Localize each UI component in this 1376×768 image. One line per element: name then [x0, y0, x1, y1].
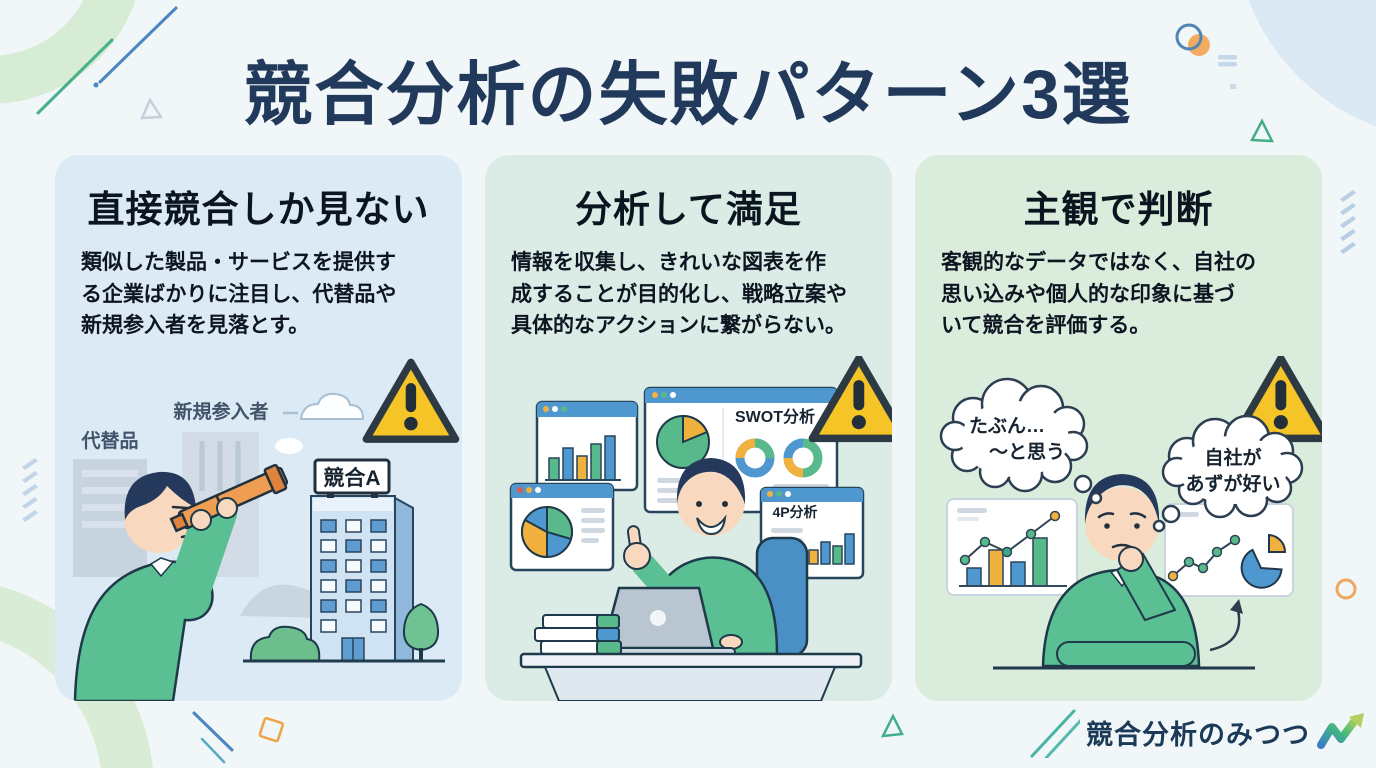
footer-brand: 競合分析のみつつ: [1026, 706, 1368, 758]
swot-label: SWOT分析: [735, 407, 815, 426]
card-title: 分析して満足: [575, 189, 802, 230]
chart-panel-right: [1164, 503, 1294, 597]
thought-left-line1: たぶん…: [969, 415, 1045, 437]
deco-blue-line-bottom-2: [200, 737, 226, 764]
illustration-thinking-man: たぶん… 〜と思う 自社が あずが好い: [939, 356, 1322, 670]
line-chart: [959, 510, 1061, 566]
card-body: 類似した製品・サービスを提供す る企業ばかりに注目し、代替品や 新規参入者を見落…: [81, 251, 397, 337]
man-hair: [676, 458, 746, 504]
tree: [402, 602, 440, 661]
card-subjective-judgement: 主観で判断 客観的なデータではなく、自社の 思い込みや個人的な印象に基づ いて競…: [915, 155, 1322, 701]
card-body: 情報を収集し、きれいな図表を作 成することが目的化し、戦略立案や 具体的なアクシ…: [511, 251, 847, 337]
man-collar: [149, 557, 175, 578]
man-hair: [124, 471, 196, 520]
desk: [519, 652, 863, 701]
bar-chart: [808, 533, 855, 565]
man-hand: [719, 634, 743, 650]
substitute-label: 代替品: [80, 429, 138, 452]
man-head: [1085, 487, 1159, 561]
man-head: [677, 468, 745, 536]
deco-blue-line-bottom: [192, 711, 234, 752]
deco-orange-diamond: [258, 716, 285, 743]
cloud-icon: [275, 392, 365, 454]
man-hand: [216, 497, 238, 519]
new-entrant-label: 新規参入者: [173, 400, 268, 423]
warning-triangle-icon: [808, 356, 892, 443]
deco-dashes-left-edge: [22, 458, 38, 522]
card-title: 主観で判断: [1023, 189, 1214, 230]
page-title: 競合分析の失敗パターン3選: [243, 56, 1133, 133]
pie-chart: [520, 505, 573, 559]
man-ear: [131, 518, 143, 530]
books-stack: [534, 614, 622, 655]
building-substitute: 代替品: [73, 429, 147, 577]
man-with-telescope: [73, 463, 289, 701]
browser-window-pie: [509, 482, 615, 572]
donut-chart: [783, 438, 823, 478]
man-hair: [1084, 474, 1160, 524]
browser-window-bar-chart: [535, 400, 639, 492]
trend-arrow: [1209, 599, 1243, 652]
man-arm: [165, 514, 213, 608]
illustration-analyst-charts: SWOT分析: [509, 356, 892, 701]
line-chart: [1167, 534, 1241, 582]
bush: [249, 625, 321, 662]
competitor-sign-label: 競合A: [323, 466, 380, 490]
thought-left-line2: 〜と思う: [989, 441, 1065, 463]
deco-green-triangle-bottom: [880, 713, 904, 738]
laptop: [588, 586, 736, 657]
thought-bubble-right: 自社が あずが好い: [1152, 414, 1304, 533]
thought-right-line1: 自社が: [1204, 446, 1261, 469]
competitor-sign: 競合A: [313, 458, 391, 498]
chart-panel-left: [946, 498, 1078, 596]
man-arm: [183, 502, 237, 614]
brand-name: 競合分析のみつつ: [1086, 719, 1310, 750]
man-hand: [190, 509, 212, 531]
thumbs-up-hand: [623, 525, 651, 570]
hand-on-chin: [1118, 546, 1144, 572]
trend-up-arrow-icon: [1317, 713, 1364, 749]
thinking-man: [1041, 474, 1201, 668]
card-direct-competitors-only: 直接競合しか見ない 類似した製品・サービスを提供す る企業ばかりに注目し、代替品…: [55, 155, 462, 701]
competitor-building: 競合A: [310, 458, 414, 662]
deco-orange-ring: [1335, 578, 1357, 600]
thought-bubble-left: たぶん… 〜と思う: [939, 377, 1103, 505]
pie-chart: [1240, 533, 1287, 589]
warning-triangle-icon: [362, 358, 460, 443]
card-body: 客観的なデータではなく、自社の 思い込みや個人的な印象に基づ いて競合を評価する…: [941, 251, 1256, 337]
man-arm: [723, 598, 753, 646]
resting-arm: [1056, 641, 1196, 667]
gray-hill: [240, 584, 330, 618]
text-lines: [581, 508, 605, 543]
donut-chart: [735, 438, 775, 478]
thought-right-line2: あずが好い: [1185, 472, 1280, 495]
building-windows: [320, 519, 387, 633]
double-slash-icon: [1030, 709, 1080, 758]
four-p-label: 4P分析: [772, 504, 817, 520]
card-title: 直接競合しか見ない: [87, 189, 430, 230]
man-smile: [696, 514, 727, 536]
illustration-man-telescope: 代替品 新規参入者: [73, 358, 460, 701]
pie-chart: [656, 414, 710, 469]
card-analysis-satisfaction: 分析して満足 情報を収集し、きれいな図表を作 成することが目的化し、戦略立案や …: [485, 155, 892, 701]
deco-dashes-right-edge: [1340, 190, 1356, 254]
